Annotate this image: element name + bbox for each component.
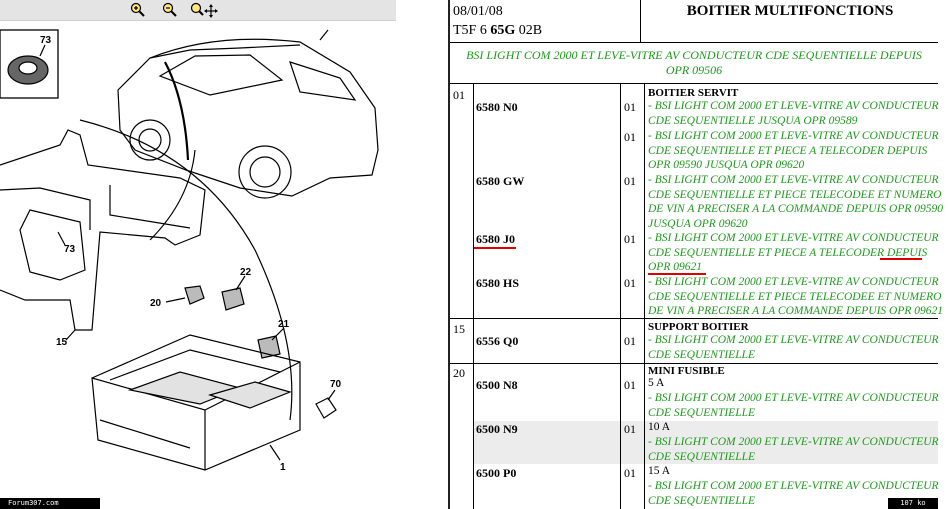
part-ref[interactable]: 6580 GW [476, 174, 525, 188]
zoom-out-icon[interactable] [162, 2, 178, 18]
callout-15: 15 [56, 337, 68, 348]
part-qty: 01 [624, 130, 636, 144]
part-ref-highlighted[interactable]: 6580 J0 [476, 232, 515, 246]
part-desc: - BSI LIGHT COM 2000 ET LEVE-VITRE AV CO… [648, 480, 939, 507]
part-desc: - BSI LIGHT COM 2000 ET LEVE-VITRE AV CO… [648, 100, 939, 127]
doc-code-prefix: T5F 6 [453, 23, 487, 38]
part-ref[interactable]: 6500 N9 [476, 422, 518, 436]
zoom-in-icon[interactable] [130, 2, 146, 18]
part-qty: 01 [624, 100, 636, 114]
doc-subtitle: BSI LIGHT COM 2000 ET LEVE-VITRE AV COND… [450, 43, 938, 84]
panel-divider [448, 0, 450, 509]
section-heading: SUPPORT BOITIER [648, 321, 749, 333]
part-qty: 01 [624, 276, 636, 290]
part-qty: 01 [624, 378, 636, 392]
part-desc: - BSI LIGHT COM 2000 ET LEVE-VITRE AV CO… [648, 276, 944, 317]
callout-70: 70 [330, 379, 342, 390]
part-ref[interactable]: 6580 N0 [476, 100, 518, 114]
part-ref[interactable]: 6500 P0 [476, 466, 517, 480]
fuse-rating: 15 A [648, 465, 671, 477]
subtitle-line-1: BSI LIGHT COM 2000 ET LEVE-VITRE AV COND… [466, 48, 922, 62]
section-heading: MINI FUSIBLE [648, 365, 725, 377]
part-desc: - BSI LIGHT COM 2000 ET LEVE-VITRE AV CO… [648, 174, 944, 230]
section-pos: 01 [453, 88, 465, 102]
doc-code-bold: 65G [490, 23, 516, 38]
section-separator [450, 363, 938, 364]
part-qty: 01 [624, 174, 636, 188]
parts-diagram-panel: 73 73 15 20 22 21 70 1 Forum307.com [0, 0, 448, 509]
doc-title: BOITIER MULTIFONCTIONS [686, 3, 894, 19]
section-heading: BOITIER SERVIT [648, 87, 739, 99]
part-qty: 01 [624, 422, 636, 436]
grid-line [473, 84, 474, 509]
zoom-pan-icon[interactable] [190, 2, 218, 18]
callout-1: 1 [280, 462, 286, 473]
callout-21: 21 [278, 319, 290, 330]
callout-73-top: 73 [40, 35, 52, 46]
part-desc: - BSI LIGHT COM 2000 ET LEVE-VITRE AV CO… [648, 334, 939, 361]
red-underline-mark [474, 247, 516, 249]
part-desc: - BSI LIGHT COM 2000 ET LEVE-VITRE AV CO… [648, 436, 939, 463]
watermark: Forum307.com [0, 498, 100, 509]
callout-22: 22 [240, 267, 252, 278]
seal-inset-box [0, 29, 59, 99]
part-qty: 01 [624, 232, 636, 246]
part-ref[interactable]: 6556 Q0 [476, 334, 519, 348]
doc-code-suffix: 02B [518, 23, 543, 38]
part-ref[interactable]: 6500 N8 [476, 378, 518, 392]
doc-header: 08/01/08 T5F 6 65G 02B BOITIER MULTIFONC… [450, 0, 938, 43]
part-qty: 01 [624, 466, 636, 480]
grid-line [620, 84, 621, 509]
grid-line [644, 84, 645, 509]
file-size-badge: 107 ko [888, 498, 938, 509]
part-qty: 01 [624, 334, 636, 348]
parts-listing-panel: 08/01/08 T5F 6 65G 02B BOITIER MULTIFONC… [450, 0, 943, 509]
red-underline-mark [880, 258, 922, 260]
part-desc: - BSI LIGHT COM 2000 ET LEVE-VITRE AV CO… [648, 232, 939, 273]
section-separator [450, 318, 938, 319]
callout-20: 20 [150, 298, 162, 309]
fuse-rating: 10 A [648, 421, 671, 433]
row-shade [474, 421, 938, 464]
section-pos: 20 [453, 366, 465, 380]
doc-meta: 08/01/08 T5F 6 65G 02B [450, 0, 641, 42]
fuse-rating: 5 A [648, 377, 665, 389]
red-underline-mark [648, 273, 706, 275]
exploded-view-drawing: 73 73 15 20 22 21 70 1 [0, 29, 379, 473]
part-desc: - BSI LIGHT COM 2000 ET LEVE-VITRE AV CO… [648, 130, 939, 171]
subtitle-line-2: OPR 09506 [665, 63, 723, 77]
part-ref[interactable]: 6580 HS [476, 276, 520, 290]
zoom-toolbar [0, 0, 396, 21]
doc-date: 08/01/08 [453, 4, 503, 19]
section-pos: 15 [453, 322, 465, 336]
part-desc: - BSI LIGHT COM 2000 ET LEVE-VITRE AV CO… [648, 392, 939, 419]
callout-73-bracket: 73 [64, 244, 76, 255]
doc-code: T5F 6 65G 02B [453, 21, 640, 40]
